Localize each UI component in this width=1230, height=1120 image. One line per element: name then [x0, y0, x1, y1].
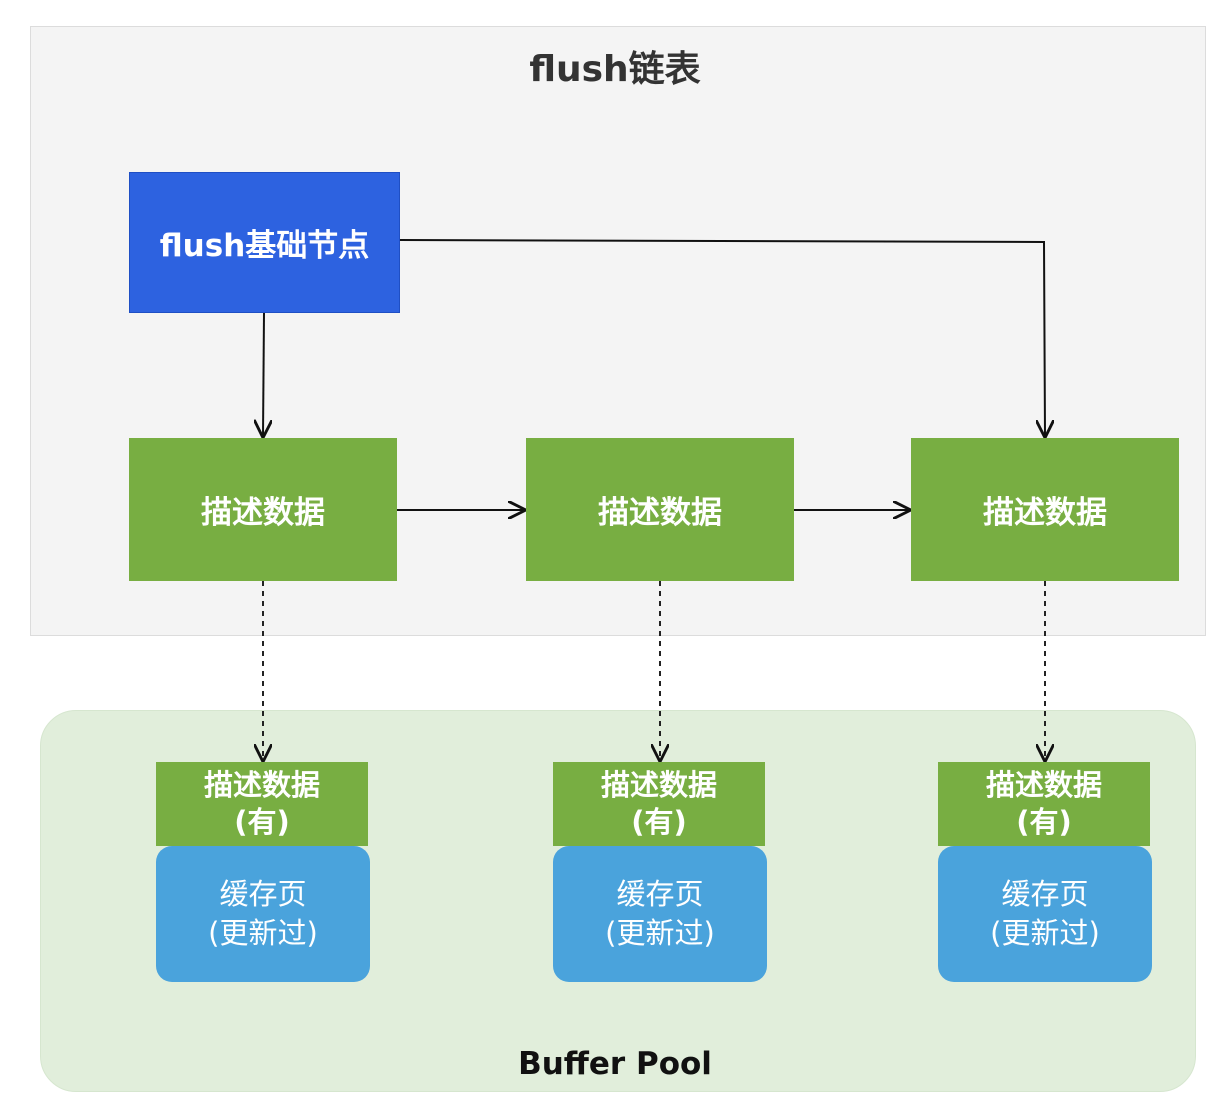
page-descriptor-status: (有) [631, 805, 687, 839]
buffer-pool-entry-3: 描述数据 (有) 缓存页 (更新过) [938, 762, 1152, 984]
cache-page-status: (更新过) [605, 916, 715, 950]
cache-page-label: 缓存页 [1001, 876, 1089, 911]
page-descriptor-status: (有) [1016, 805, 1072, 839]
page-descriptor-label: 描述数据 [203, 767, 320, 802]
page-descriptor-status: (有) [234, 805, 290, 839]
buffer-pool-entry-1: 描述数据 (有) 缓存页 (更新过) [156, 762, 370, 984]
flush-head-node: flush基础节点 [129, 172, 400, 313]
cache-page-3: 缓存页 (更新过) [938, 846, 1152, 982]
cache-page-2: 缓存页 (更新过) [553, 846, 767, 982]
flush-list-title: flush链表 [529, 49, 701, 90]
page-descriptor-3: 描述数据 (有) [938, 762, 1150, 846]
cache-page-label: 缓存页 [219, 876, 307, 911]
page-descriptor-label: 描述数据 [985, 767, 1102, 802]
arrow-head-to-node-1 [263, 312, 264, 436]
flush-desc-node-2: 描述数据 [526, 438, 794, 581]
flush-desc-node-3: 描述数据 [911, 438, 1179, 581]
cache-page-1: 缓存页 (更新过) [156, 846, 370, 982]
page-descriptor-label: 描述数据 [600, 767, 717, 802]
buffer-pool-title: Buffer Pool [518, 1046, 712, 1082]
page-descriptor-1: 描述数据 (有) [156, 762, 368, 846]
cache-page-status: (更新过) [990, 916, 1100, 950]
arrow-head-to-node-3 [399, 239, 1045, 436]
buffer-pool-entry-2: 描述数据 (有) 缓存页 (更新过) [553, 762, 767, 984]
cache-page-label: 缓存页 [616, 876, 704, 911]
flush-desc-node-1: 描述数据 [129, 438, 397, 581]
page-descriptor-2: 描述数据 (有) [553, 762, 765, 846]
cache-page-status: (更新过) [208, 916, 318, 950]
